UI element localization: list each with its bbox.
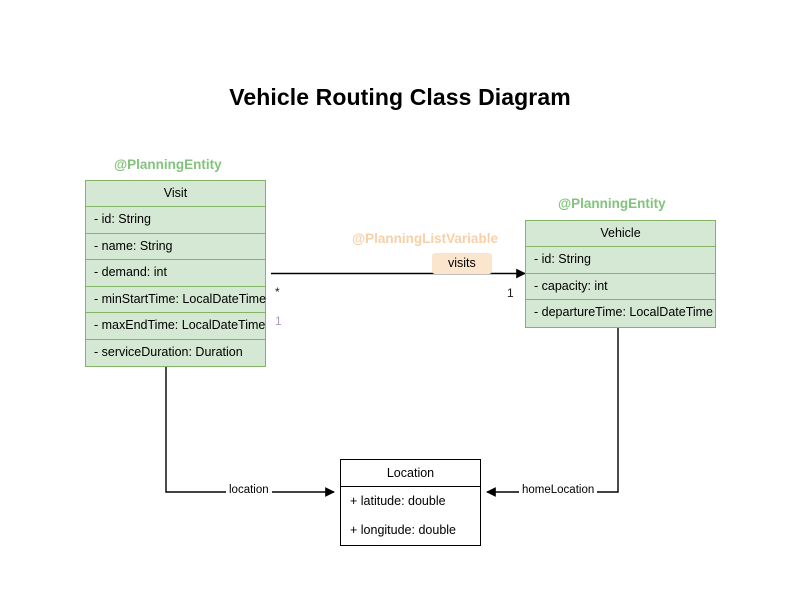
class-attribute: - capacity: int xyxy=(526,274,715,300)
class-attribute: - name: String xyxy=(86,234,265,260)
stereotype-visit: @PlanningEntity xyxy=(114,157,222,172)
multiplicity-visit-side: * xyxy=(275,285,280,299)
edge-chip-visits[interactable]: visits xyxy=(432,253,492,274)
edge-label-homelocation: homeLocation xyxy=(519,484,598,496)
class-attribute: - maxEndTime: LocalDateTime xyxy=(86,313,265,340)
class-name-location: Location xyxy=(341,460,480,487)
class-attribute: - id: String xyxy=(526,247,715,274)
page-title: Vehicle Routing Class Diagram xyxy=(229,84,571,110)
class-box-vehicle[interactable]: Vehicle - id: String - capacity: int - d… xyxy=(525,220,716,328)
multiplicity-vehicle-side: 1 xyxy=(507,286,514,300)
class-attribute: - departureTime: LocalDateTime xyxy=(534,305,714,319)
class-attribute: + latitude: double xyxy=(350,494,446,508)
class-attribute: - minStartTime: LocalDateTime xyxy=(86,287,266,313)
class-attribute: - id: String xyxy=(86,207,265,234)
class-attribute: + longitude: double xyxy=(350,523,456,537)
class-attribute: - demand: int xyxy=(86,260,265,287)
class-box-location[interactable]: Location + latitude: double + longitude:… xyxy=(340,459,481,546)
edge-label-location: location xyxy=(226,484,272,496)
connector-visit-location xyxy=(165,363,335,497)
multiplicity-visit-location-side: 1 xyxy=(275,314,282,328)
stereotype-planning-list-variable: @PlanningListVariable xyxy=(352,231,498,246)
class-attribute: - serviceDuration: Duration xyxy=(94,344,243,359)
connector-vehicle-homelocation xyxy=(486,322,619,497)
class-box-visit[interactable]: Visit - id: String - name: String - dema… xyxy=(85,180,266,367)
stereotype-vehicle: @PlanningEntity xyxy=(558,196,666,211)
class-name-vehicle: Vehicle xyxy=(526,221,715,247)
class-name-visit: Visit xyxy=(86,181,265,207)
